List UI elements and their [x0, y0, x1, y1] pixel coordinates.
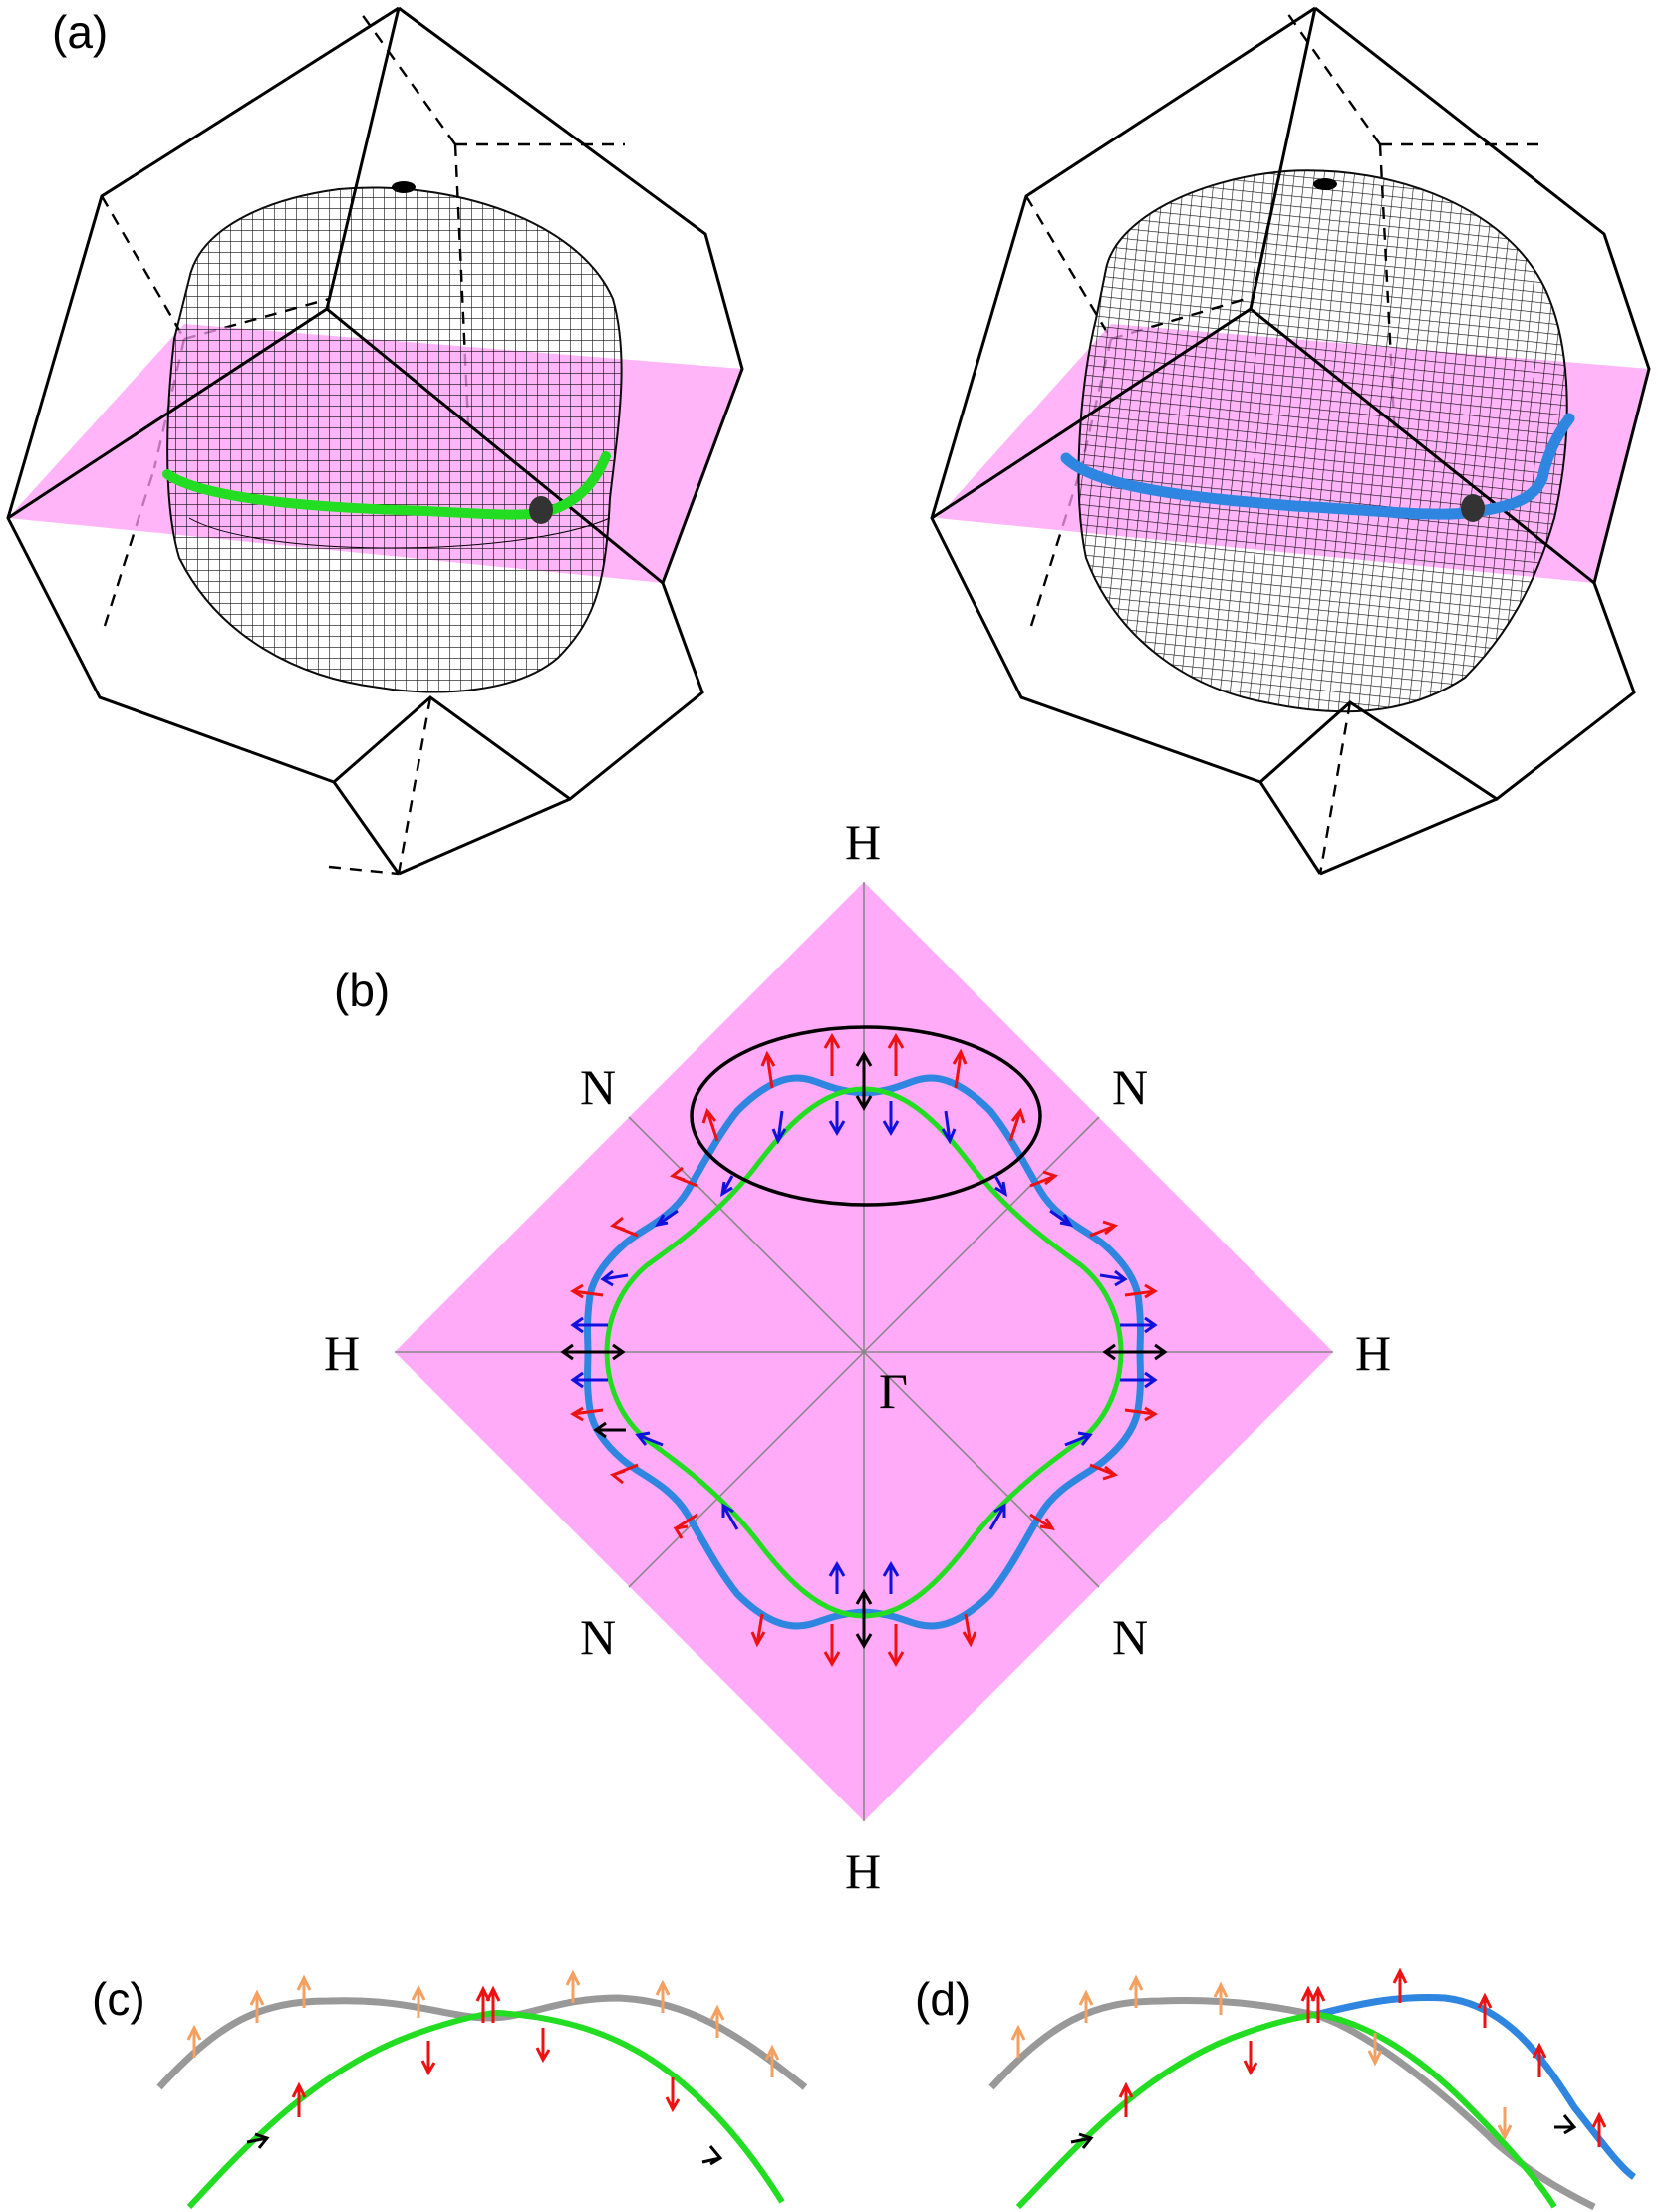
panel-label-b: (b) [334, 965, 390, 1016]
label-N-bottom-left: N [580, 1609, 616, 1665]
panel-label-a: (a) [52, 6, 108, 58]
label-gamma: Γ [879, 1363, 908, 1419]
green-contour-3d [162, 451, 611, 520]
label-N-bottom-right: N [1112, 1609, 1148, 1665]
blue-contour-3d [1060, 413, 1575, 520]
gray-contour-c [156, 1994, 808, 2090]
highlight-ellipse [690, 1025, 1042, 1207]
green-contour-c [186, 2009, 785, 2210]
label-H-left: H [324, 1325, 360, 1381]
gray-contour-d [988, 1997, 1596, 2211]
label-N-top-right: N [1112, 1059, 1148, 1115]
panel-c-contours [156, 1969, 808, 2210]
symmetry-lines [395, 882, 1333, 1821]
blue-contour-d [1314, 1994, 1637, 2180]
green-contour-d [1015, 2011, 1557, 2210]
fermi-surface-right [1077, 169, 1568, 713]
label-H-right: H [1355, 1325, 1391, 1381]
label-H-bottom: H [845, 1843, 881, 1899]
label-H-top: H [845, 814, 881, 870]
bz-cross-section: H H H H N N N N Γ [324, 814, 1391, 1899]
spin-arrows [560, 1033, 1168, 1667]
visible-edges-right [930, 6, 1651, 876]
brillouin-zone-left [6, 6, 744, 876]
panel-d-contours [988, 1967, 1637, 2211]
brillouin-zone-right [930, 6, 1651, 876]
fermi-surface-left [166, 186, 623, 693]
panel-label-c: (c) [92, 1973, 145, 2025]
visible-edges-left [6, 6, 744, 876]
panel-label-d: (d) [915, 1973, 971, 2025]
label-N-top-left: N [580, 1059, 616, 1115]
